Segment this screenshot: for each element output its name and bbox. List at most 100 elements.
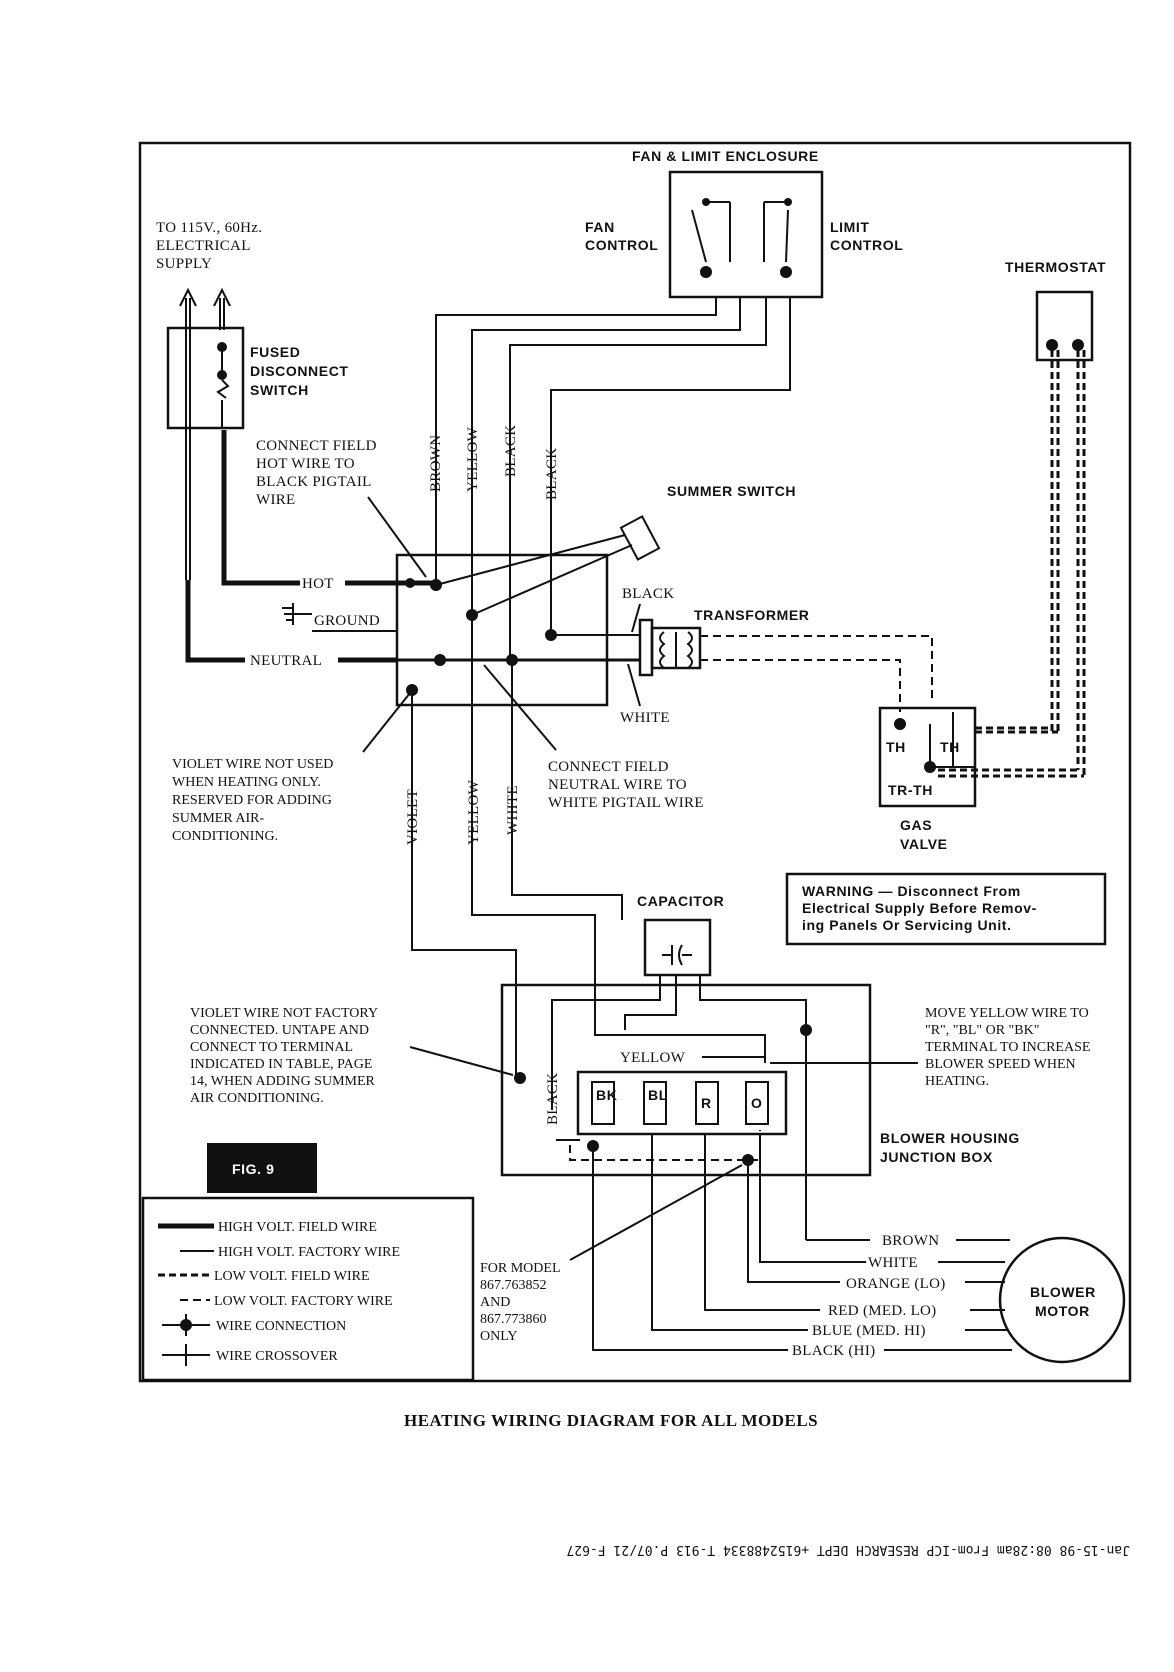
supply-arrows (179, 287, 231, 580)
white-transformer-label: WHITE (620, 710, 670, 726)
svg-text:RED (MED. LO): RED (MED. LO) (828, 1303, 936, 1319)
summer-switch-lever (435, 515, 661, 616)
svg-text:FOR MODEL: FOR MODEL (480, 1261, 561, 1276)
fan-control-label: FAN CONTROL (585, 219, 658, 253)
svg-text:SUPPLY: SUPPLY (156, 256, 212, 272)
svg-text:BLACK: BLACK (503, 425, 519, 477)
svg-text:HIGH VOLT. FACTORY WIRE: HIGH VOLT. FACTORY WIRE (218, 1245, 400, 1260)
fan-limit-enclosure-label: FAN & LIMIT ENCLOSURE (632, 148, 819, 164)
control-wire-labels: BROWN YELLOW BLACK BLACK (428, 425, 560, 500)
terminal-o: O (751, 1095, 763, 1111)
svg-text:YELLOW: YELLOW (465, 426, 481, 492)
legend-box (141, 1196, 475, 1382)
ground-label: GROUND (314, 613, 380, 629)
svg-text:CONNECT TO TERMINAL: CONNECT TO TERMINAL (190, 1040, 353, 1055)
blower-housing-box (500, 983, 872, 1177)
svg-text:YELLOW: YELLOW (466, 779, 482, 845)
hot-field-wire (221, 430, 300, 586)
fig-label-box (207, 1143, 317, 1193)
svg-text:LOW VOLT. FACTORY WIRE: LOW VOLT. FACTORY WIRE (214, 1294, 393, 1309)
thermostat-label: THERMOSTAT (1005, 259, 1106, 275)
junction-terminals: BK BL R O (587, 1081, 769, 1166)
svg-text:BLACK (HI): BLACK (HI) (792, 1343, 875, 1359)
svg-text:WHITE: WHITE (868, 1255, 918, 1271)
violet-not-used-note: VIOLET WIRE NOT USED WHEN HEATING ONLY. … (172, 757, 333, 844)
svg-text:CONNECTED. UNTAPE AND: CONNECTED. UNTAPE AND (190, 1023, 369, 1038)
svg-text:ONLY: ONLY (480, 1329, 517, 1344)
svg-text:HOT WIRE TO: HOT WIRE TO (256, 456, 355, 472)
blower-motor-circle (998, 1236, 1126, 1364)
summer-switch-box (395, 553, 609, 707)
svg-text:JUNCTION BOX: JUNCTION BOX (880, 1149, 993, 1165)
svg-text:ing Panels Or Servicing Unit.: ing Panels Or Servicing Unit. (802, 917, 1012, 933)
svg-text:BLUE (MED. HI): BLUE (MED. HI) (812, 1323, 926, 1339)
transformer-symbol (638, 618, 702, 677)
motor-lead-wires (592, 1134, 1012, 1351)
svg-text:ELECTRICAL: ELECTRICAL (156, 238, 251, 254)
fused-disconnect-label: FUSED DISCONNECT SWITCH (250, 344, 348, 398)
gas-valve-box (878, 706, 977, 808)
svg-text:MOTOR: MOTOR (1035, 1303, 1090, 1319)
svg-text:AND: AND (480, 1295, 510, 1310)
legend: HIGH VOLT. FIELD WIRE HIGH VOLT. FACTORY… (158, 1220, 400, 1366)
svg-text:WHEN HEATING ONLY.: WHEN HEATING ONLY. (172, 775, 321, 790)
junction-internal-wires (551, 975, 812, 1240)
control-wires (435, 297, 791, 660)
fan-limit-switches (691, 198, 792, 278)
warning-box (785, 872, 1107, 946)
thermostat-terminal-left (1046, 339, 1058, 351)
fan-limit-enclosure-box (668, 170, 824, 299)
for-model-note: FOR MODEL 867.763852 AND 867.773860 ONLY (480, 1261, 561, 1344)
capacitor-label: CAPACITOR (637, 893, 724, 909)
capacitor-box (643, 918, 712, 977)
svg-text:FAN: FAN (585, 219, 615, 235)
gas-valve-label: GAS VALVE (900, 817, 947, 852)
violet-terminal-dot (514, 1072, 526, 1084)
neutral-label: NEUTRAL (250, 653, 322, 669)
fused-disconnect-box (166, 326, 245, 430)
svg-text:MOVE YELLOW WIRE TO: MOVE YELLOW WIRE TO (925, 1006, 1089, 1021)
thermostat-terminal-right (1072, 339, 1084, 351)
summer-switch-dots (405, 578, 557, 696)
yellow-blower-label: YELLOW (620, 1050, 686, 1066)
blower-housing-label: BLOWER HOUSING JUNCTION BOX (880, 1130, 1019, 1165)
svg-text:HIGH VOLT. FIELD WIRE: HIGH VOLT. FIELD WIRE (218, 1220, 377, 1235)
lower-wires (411, 615, 766, 1080)
svg-text:TO 115V., 60Hz.: TO 115V., 60Hz. (156, 220, 262, 236)
svg-text:BROWN: BROWN (882, 1233, 939, 1249)
svg-text:WHITE PIGTAIL WIRE: WHITE PIGTAIL WIRE (548, 795, 704, 811)
svg-text:VIOLET WIRE NOT FACTORY: VIOLET WIRE NOT FACTORY (190, 1006, 378, 1021)
terminal-r: R (701, 1095, 712, 1111)
svg-text:867.773860: 867.773860 (480, 1312, 547, 1327)
svg-text:INDICATED IN TABLE, PAGE: INDICATED IN TABLE, PAGE (190, 1057, 372, 1072)
svg-text:BROWN: BROWN (428, 435, 444, 492)
svg-text:867.763852: 867.763852 (480, 1278, 547, 1293)
diagram-title: HEATING WIRING DIAGRAM FOR ALL MODELS (404, 1411, 818, 1430)
neutral-field-wire (185, 580, 245, 663)
svg-text:WIRE CROSSOVER: WIRE CROSSOVER (216, 1349, 338, 1364)
svg-text:FUSED: FUSED (250, 344, 300, 360)
gas-valve-terminal-right: TH (940, 739, 960, 755)
transformer-label: TRANSFORMER (694, 607, 809, 623)
thermostat-wires (938, 350, 1086, 778)
svg-text:14, WHEN ADDING SUMMER: 14, WHEN ADDING SUMMER (190, 1074, 376, 1089)
svg-text:WARNING — Disconnect From: WARNING — Disconnect From (802, 883, 1021, 899)
svg-text:WIRE CONNECTION: WIRE CONNECTION (216, 1319, 346, 1334)
limit-control-label: LIMIT CONTROL (830, 219, 903, 253)
svg-text:BLOWER SPEED WHEN: BLOWER SPEED WHEN (925, 1057, 1076, 1072)
svg-text:VIOLET WIRE NOT USED: VIOLET WIRE NOT USED (172, 757, 333, 772)
supply-label: TO 115V., 60Hz. ELECTRICAL SUPPLY (156, 220, 262, 272)
ground-symbol (282, 603, 398, 632)
svg-text:CONNECT FIELD: CONNECT FIELD (548, 759, 669, 775)
lower-wire-labels: VIOLET YELLOW WHITE (405, 779, 521, 845)
svg-text:CONNECT FIELD: CONNECT FIELD (256, 438, 377, 454)
svg-text:CONDITIONING.: CONDITIONING. (172, 829, 278, 844)
svg-text:BLACK: BLACK (544, 448, 560, 500)
motor-lead-labels: BROWN WHITE ORANGE (LO) RED (MED. LO) BL… (792, 1233, 945, 1359)
gas-valve-terminal-bottom: TR-TH (888, 782, 933, 798)
transformer-low-volt-wires (700, 635, 933, 712)
fused-switch-contacts (216, 342, 230, 428)
fig-label: FIG. 9 (232, 1161, 275, 1177)
fax-header: Jan-15-98 08:28am From-ICP RESEARCH DEPT… (566, 1542, 1130, 1557)
